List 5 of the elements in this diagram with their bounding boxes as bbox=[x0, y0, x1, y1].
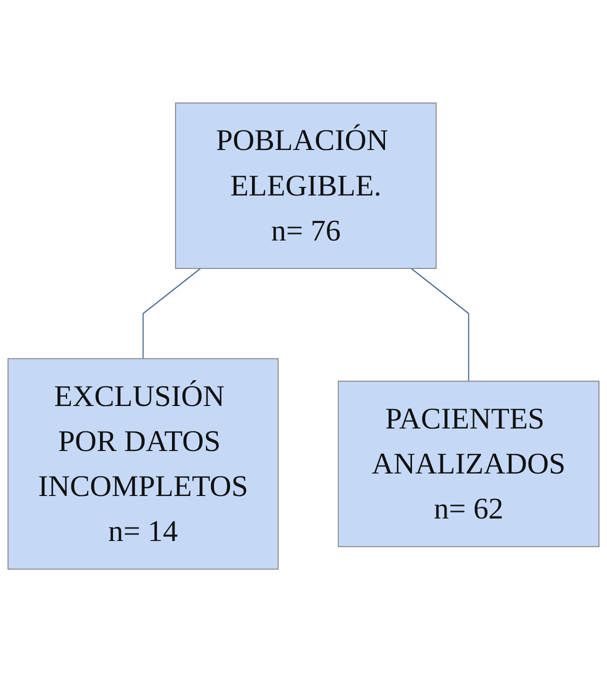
node-box: PACIENTES ANALIZADOS n= 62 bbox=[338, 381, 600, 548]
connector bbox=[142, 268, 201, 360]
node-box: EXCLUSIÓN POR DATOS INCOMPLETOS n= 14 bbox=[8, 358, 279, 570]
connector bbox=[410, 268, 470, 382]
node-box: POBLACIÓN ELEGIBLE. n= 76 bbox=[175, 102, 437, 270]
